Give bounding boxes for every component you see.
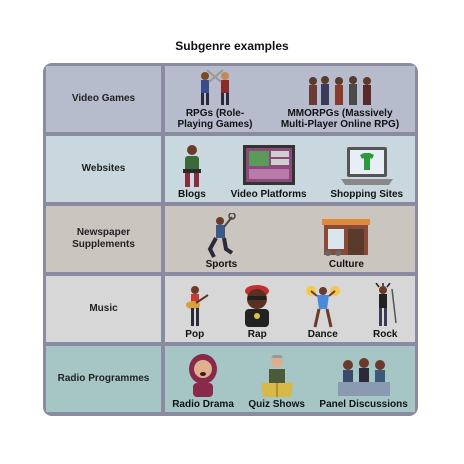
item-mmorpgs: MMORPGs (Massively Multi-Player Online R…	[275, 74, 405, 130]
row-content: Blogs Video Platforms Shopping Sites	[165, 136, 415, 202]
item-caption: RPGs (Role-Playing Games)	[177, 108, 253, 130]
actress-icon	[189, 354, 218, 397]
item-dance: Dance	[305, 283, 341, 340]
row-content: Pop Rap Dance	[165, 276, 415, 342]
item-sports: Sports	[205, 213, 238, 270]
item-pop: Pop	[180, 283, 210, 340]
row-label: Music	[46, 276, 161, 342]
item-caption: Rock	[373, 329, 398, 340]
item-caption: Video Platforms	[230, 189, 307, 200]
item-caption: Shopping Sites	[330, 189, 404, 200]
item-caption: Radio Drama	[172, 399, 234, 410]
item-caption: MMORPGs (Massively Multi-Player Online R…	[280, 108, 400, 130]
tennis-player-icon	[208, 213, 237, 258]
row-label: Newspaper Supplements	[46, 206, 161, 272]
quiz-host-icon	[260, 355, 293, 397]
row-label: Video Games	[46, 66, 161, 132]
row-content: RPGs (Role-Playing Games) MMORPGs (Massi…	[165, 66, 415, 132]
item-caption: Quiz Shows	[248, 399, 305, 410]
item-caption: Dance	[307, 329, 338, 340]
row-label: Radio Programmes	[46, 346, 161, 412]
item-rap: Rap	[239, 283, 275, 340]
item-blogs: Blogs	[177, 143, 207, 200]
row-music: Music Pop Rap	[46, 276, 415, 342]
panel-icon	[337, 358, 390, 396]
item-shopping-sites: Shopping Sites	[330, 143, 403, 200]
row-newspaper-supplements: Newspaper Supplements Sports Culture	[46, 206, 415, 272]
rocker-icon	[375, 283, 397, 326]
row-video-games: Video Games RPGs (Role-Playing Games)	[46, 66, 415, 132]
item-culture: Culture	[318, 213, 374, 270]
item-caption: Blogs	[177, 189, 206, 200]
row-content: Sports Culture	[165, 206, 415, 272]
guitarist-icon	[185, 286, 209, 326]
item-caption: Pop	[185, 329, 205, 340]
item-caption: Panel Discussions	[319, 399, 408, 410]
row-radio-programmes: Radio Programmes Radio Drama Quiz Shows	[46, 346, 415, 412]
sword-fighters-icon	[201, 69, 229, 105]
row-websites: Websites Blogs Video Platforms	[46, 136, 415, 202]
item-panel-discussions: Panel Discussions	[319, 353, 408, 410]
cafe-icon	[322, 219, 371, 256]
rapper-icon	[245, 285, 270, 327]
laptop-shirt-icon	[340, 147, 393, 185]
item-caption: Culture	[328, 259, 364, 270]
blogger-icon	[182, 145, 201, 187]
item-caption: Sports	[205, 259, 238, 270]
subgenre-table: Video Games RPGs (Role-Playing Games)	[43, 63, 418, 416]
diagram-title: Subgenre examples	[175, 39, 289, 53]
item-caption: Rap	[247, 329, 267, 340]
video-screen-icon	[242, 145, 295, 185]
row-content: Radio Drama Quiz Shows Panel Discussions	[165, 346, 415, 412]
item-video-platforms: Video Platforms	[231, 143, 307, 200]
item-radio-drama: Radio Drama	[172, 353, 234, 410]
item-quiz-shows: Quiz Shows	[248, 353, 305, 410]
item-rpgs: RPGs (Role-Playing Games)	[175, 68, 255, 130]
crowd-icon	[309, 76, 371, 105]
dancer-icon	[305, 286, 340, 328]
row-label: Websites	[46, 136, 161, 202]
item-rock: Rock	[370, 283, 400, 340]
